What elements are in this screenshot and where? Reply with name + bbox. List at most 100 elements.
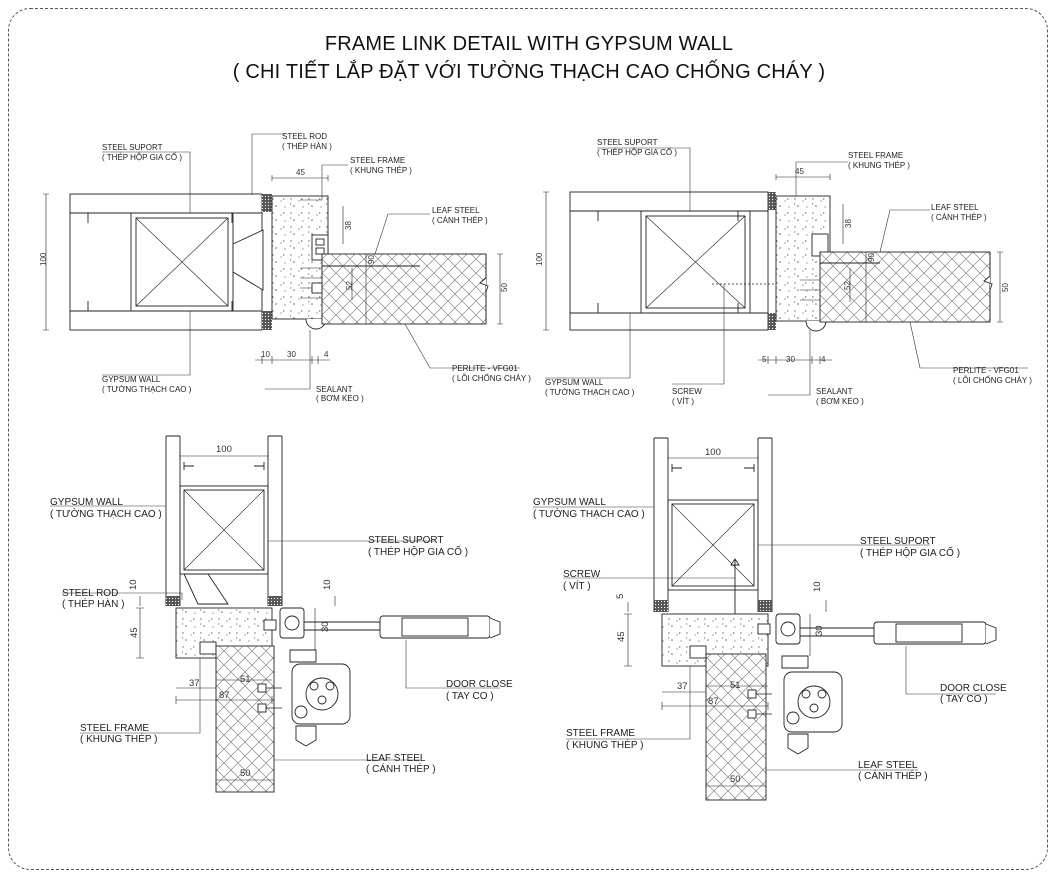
label-steel-frame: STEEL FRAME [848,151,903,160]
label-leaf-steel: LEAF STEEL [931,203,979,212]
label-steel-suport: STEEL SUPORT [597,138,658,147]
dim-38: 38 [344,221,353,230]
dim-30: 30 [814,625,825,636]
sheet-border [8,8,1048,870]
detail-a [69,193,489,331]
label-perlite-vi: ( LÕI CHỐNG CHÁY ) [452,373,531,383]
label-door-close: DOOR CLOSE [940,683,1007,694]
dim-52: 52 [843,281,852,290]
dim-50: 50 [1001,283,1010,292]
label-screw: SCREW [672,387,702,396]
label-leaf-steel-vi: ( CÁNH THÉP ) [858,769,928,782]
label-gypsum-wall-vi: ( TƯỜNG THẠCH CAO ) [50,507,162,520]
label-sealant-vi: ( BƠM KEO ) [816,397,864,406]
label-gypsum-wall: GYPSUM WALL [50,497,123,508]
dim-30: 30 [287,350,296,359]
dim-38: 38 [844,219,853,228]
label-perlite: PERLITE - VFG01 [953,366,1019,375]
door-leaf [819,251,991,323]
dim-10: 10 [812,581,823,592]
dim-45: 45 [296,168,305,177]
dim-5: 5 [615,594,626,599]
door-closer [747,613,997,755]
dim-10: 10 [128,579,139,590]
label-perlite-vi: ( LÕI CHỐNG CHÁY ) [953,375,1032,385]
label-gypsum-wall: GYPSUM WALL [545,378,604,387]
dim-100: 100 [216,444,232,455]
dim-4: 4 [324,350,329,359]
dim-10: 10 [261,350,270,359]
label-screw: SCREW [563,569,601,580]
label-steel-frame-vi: ( KHUNG THÉP ) [848,161,910,170]
label-screw-vi: ( VÍT ) [563,579,591,592]
door-leaf [705,653,767,801]
dim-100: 100 [39,252,48,266]
dim-52: 52 [345,281,354,290]
dim-30: 30 [786,355,795,364]
dim-87: 87 [708,696,719,707]
detail-b [569,191,993,332]
steel-suport-box [640,210,751,314]
label-leaf-steel-vi: ( CÁNH THÉP ) [931,213,987,222]
dim-90: 90 [367,255,376,264]
label-steel-suport-vi: ( THÉP HỘP GIA CỐ ) [597,147,677,157]
dim-45: 45 [795,167,804,176]
label-steel-frame: STEEL FRAME [566,728,635,739]
steel-rod [232,229,264,291]
label-steel-suport-vi: ( THÉP HỘP GIA CỐ ) [860,545,960,559]
label-gypsum-wall-vi: ( TƯỜNG THẠCH CAO ) [545,388,635,397]
label-sealant: SEALANT [816,387,853,396]
label-steel-frame: STEEL FRAME [80,723,149,734]
steel-suport-box [179,485,269,575]
detail-c [165,435,501,793]
label-leaf-steel: LEAF STEEL [432,206,480,215]
dim-45: 45 [129,627,140,638]
steel-rod [183,573,229,605]
dim-90: 90 [867,253,876,262]
dim-50: 50 [500,283,509,292]
label-steel-frame: STEEL FRAME [350,156,405,165]
dim-50: 50 [240,768,251,779]
label-leaf-steel: LEAF STEEL [366,753,426,764]
label-door-close-vi: ( TAY CO ) [940,694,988,705]
screw [730,558,740,618]
label-leaf-steel-vi: ( CÁNH THÉP ) [366,762,436,775]
dim-100: 100 [705,447,721,458]
dim-10: 10 [322,579,333,590]
label-steel-suport: STEEL SUPORT [368,535,444,546]
label-gypsum-wall: GYPSUM WALL [533,497,606,508]
dim-87: 87 [219,690,230,701]
drawing-subtitle: ( CHI TIẾT LẮP ĐẶT VỚI TƯỜNG THẠCH CAO C… [232,61,826,83]
dim-4: 4 [821,355,826,364]
label-steel-suport-vi: ( THÉP HỘP GIA CỐ ) [368,544,468,558]
label-door-close-vi: ( TAY CO ) [446,691,494,702]
label-steel-frame-vi: ( KHUNG THÉP ) [350,166,412,175]
label-leaf-steel-vi: ( CÁNH THÉP ) [432,216,488,225]
dim-30: 30 [320,621,331,632]
detail-d [653,437,997,801]
dim-5: 5 [762,355,767,364]
label-door-close: DOOR CLOSE [446,679,513,690]
label-steel-frame-vi: ( KHUNG THÉP ) [566,738,643,751]
gypsum-wall [569,191,769,331]
label-steel-frame-vi: ( KHUNG THÉP ) [80,732,157,745]
dim-37: 37 [677,681,688,692]
label-screw-vi: ( VÍT ) [672,397,694,406]
door-closer [257,607,501,747]
label-steel-rod-vi: ( THÉP HÀN ) [62,597,124,610]
label-steel-suport-vi: ( THÉP HỘP GIA CỐ ) [102,152,182,162]
label-sealant-vi: ( BƠM KEO ) [316,394,364,403]
dim-45: 45 [616,631,627,642]
label-gypsum-wall: GYPSUM WALL [102,375,161,384]
dim-50: 50 [730,774,741,785]
label-steel-suport: STEEL SUPORT [102,143,163,152]
label-perlite: PERLITE - VFG01 [452,364,518,373]
label-sealant: SEALANT [316,385,353,394]
label-steel-rod-vi: ( THÉP HÀN ) [282,142,332,151]
dim-51: 51 [240,674,251,685]
label-gypsum-wall-vi: ( TƯỜNG THẠCH CAO ) [102,385,192,394]
label-leaf-steel: LEAF STEEL [858,760,918,771]
gypsum-wall [69,193,263,331]
